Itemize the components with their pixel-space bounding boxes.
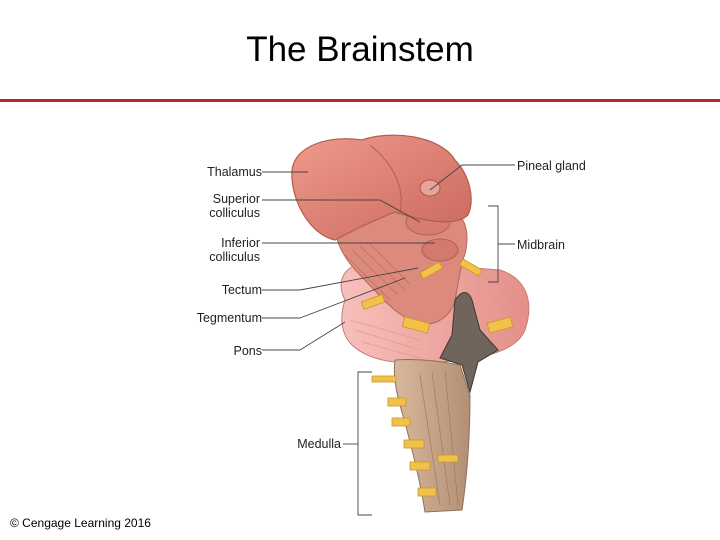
inferior-colliculus-shape <box>421 238 459 262</box>
leader-lines <box>262 164 515 516</box>
thalamus-shape <box>291 134 472 241</box>
label-midbrain: Midbrain <box>517 238 565 252</box>
thalamus-fissure <box>369 144 402 213</box>
copyright-notice: © Cengage Learning 2016 <box>10 516 151 530</box>
label-inferior-line1: Inferior <box>221 236 260 250</box>
label-tegmentum: Tegmentum <box>197 311 262 325</box>
label-tectum: Tectum <box>222 283 262 297</box>
cranial-nerves <box>360 258 514 497</box>
ventricle-shape <box>439 292 499 394</box>
label-thalamus: Thalamus <box>207 165 262 179</box>
label-superior-line2: colliculus <box>209 206 260 220</box>
title-divider <box>0 99 720 102</box>
pons-striations <box>349 289 526 359</box>
label-medulla: Medulla <box>297 437 341 451</box>
medulla-striations <box>419 369 459 506</box>
label-pons: Pons <box>234 344 263 358</box>
label-pineal-gland: Pineal gland <box>517 159 586 173</box>
pineal-gland-shape <box>419 179 441 197</box>
label-superior-line1: Superior <box>213 192 260 206</box>
slide-title: The Brainstem <box>246 30 474 69</box>
label-inferior-line2: colliculus <box>209 250 260 264</box>
